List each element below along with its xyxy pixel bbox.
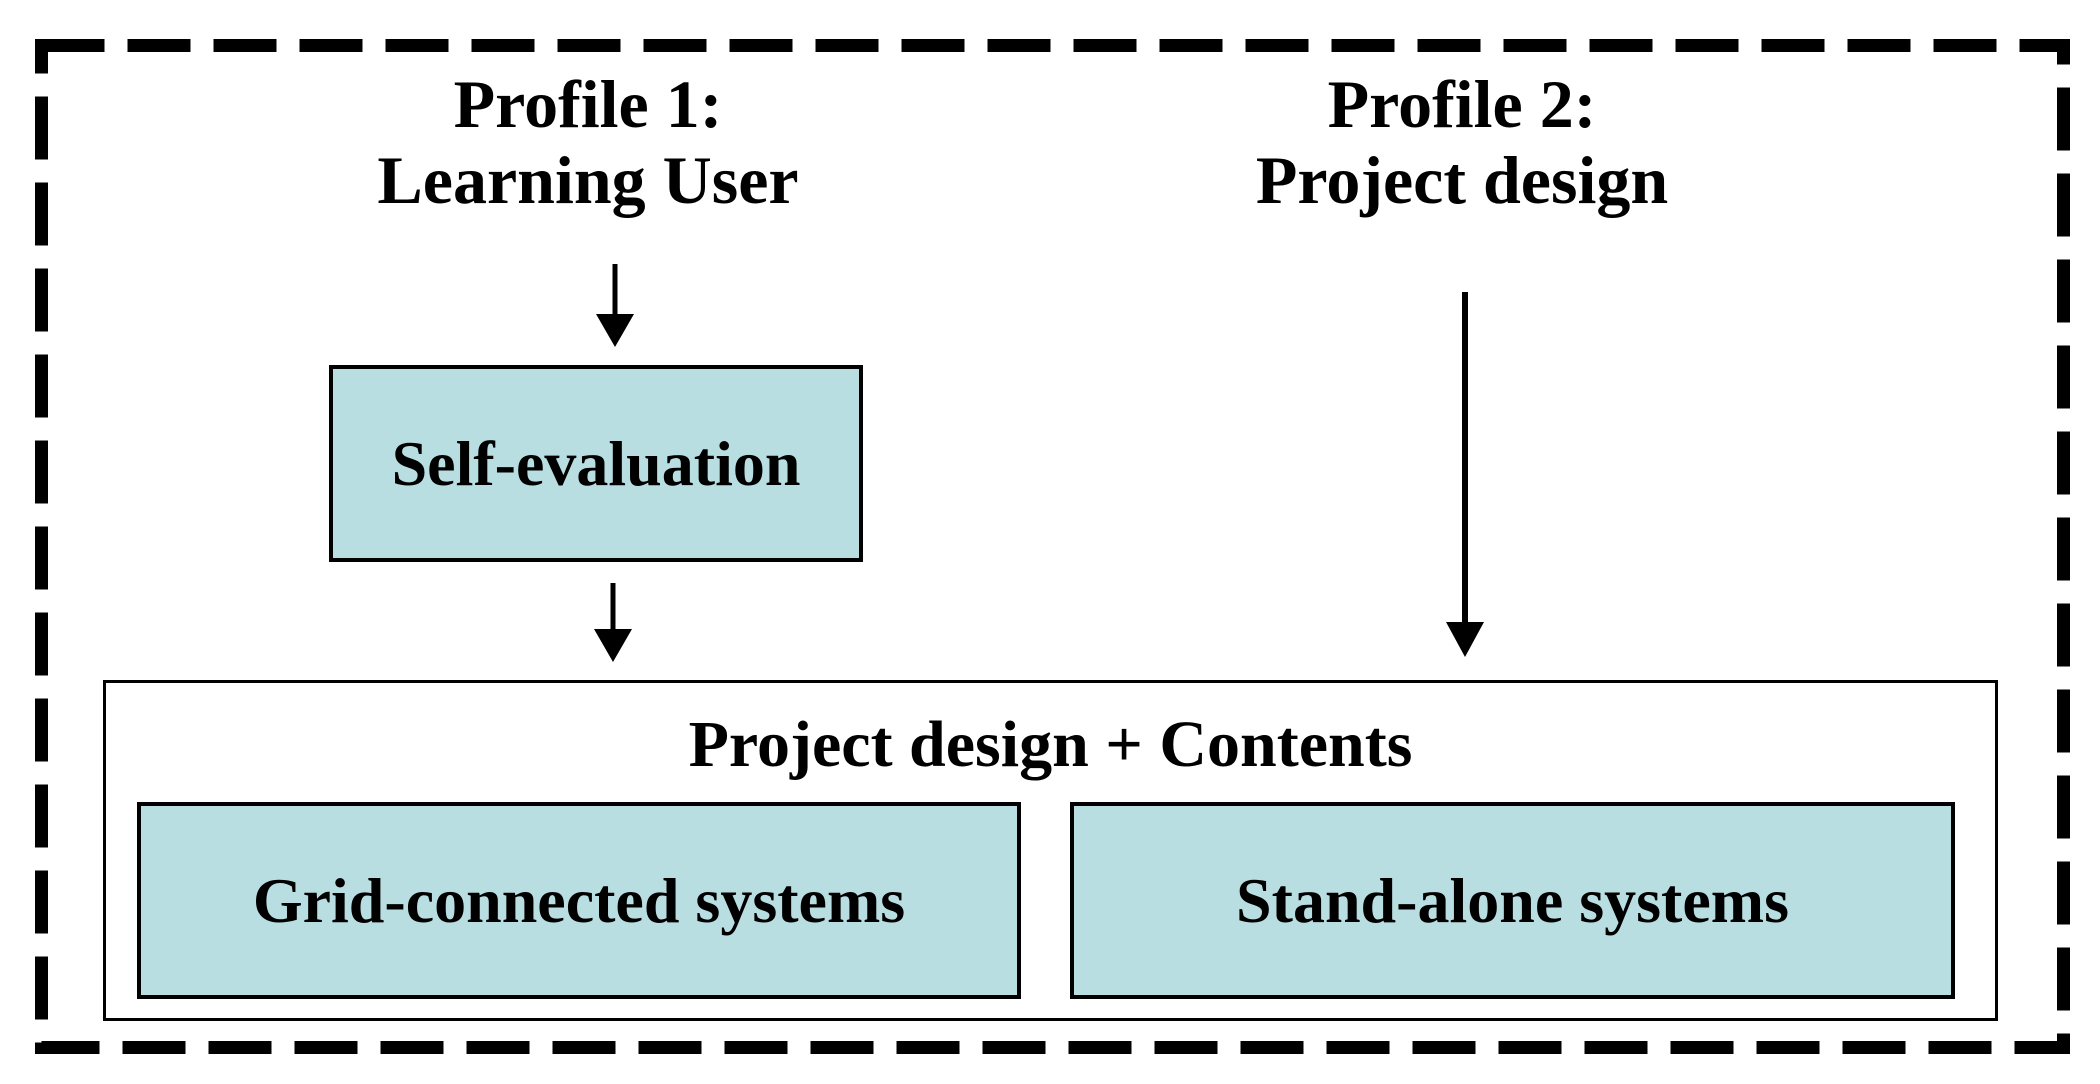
profile1-heading-line1: Profile 1: [453, 66, 723, 142]
grid-connected-systems-label: Grid-connected systems [252, 864, 906, 936]
profile1-down-arrow-icon [596, 264, 634, 347]
profile1-heading-line2: Learning User [377, 142, 799, 219]
stand-alone-systems-box: Stand-alone systems [1070, 802, 1955, 999]
profile2-heading: Profile 2: Project design [1256, 66, 1668, 218]
selfeval-down-arrow-icon [594, 583, 632, 662]
profile2-heading-line1: Profile 2: [1327, 66, 1597, 142]
self-evaluation-label: Self-evaluation [391, 427, 801, 499]
stand-alone-systems-label: Stand-alone systems [1236, 864, 1789, 936]
profile2-down-arrow-icon [1446, 292, 1484, 657]
profile1-heading: Profile 1: Learning User [377, 66, 798, 218]
profile2-heading-line2: Project design [1255, 142, 1669, 219]
project-design-container: Project design + Contents Grid-connected… [103, 680, 1998, 1021]
self-evaluation-box: Self-evaluation [329, 365, 863, 562]
project-container-title: Project design + Contents [688, 708, 1413, 781]
grid-connected-systems-box: Grid-connected systems [137, 802, 1021, 999]
